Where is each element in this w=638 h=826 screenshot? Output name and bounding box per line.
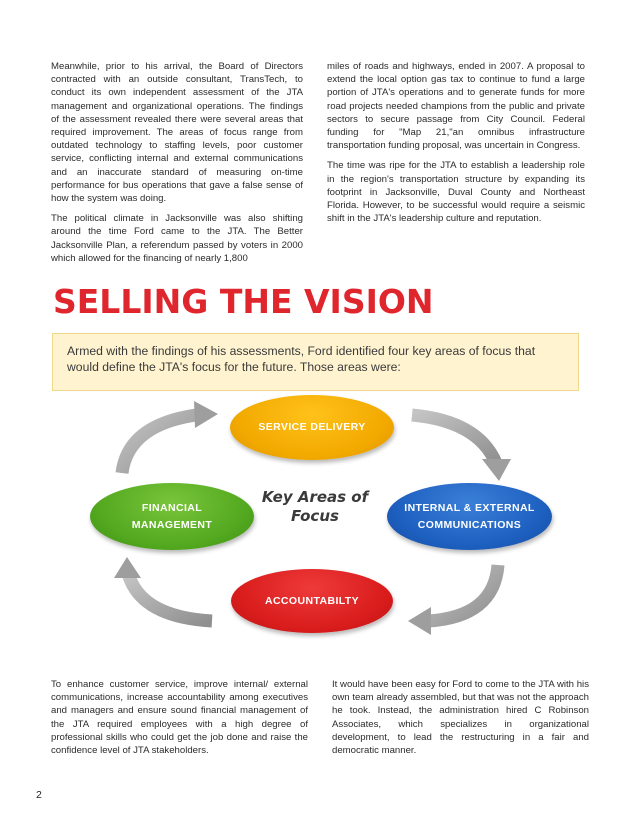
body-column-top-left: Meanwhile, prior to his arrival, the Boa…: [51, 60, 303, 272]
cycle-arrows: [114, 401, 511, 635]
oval-label: SERVICE DELIVERY: [258, 421, 366, 433]
diagram-center-label: Key Areas of Focus: [261, 488, 369, 525]
body-column-bottom-left: To enhance customer service, improve int…: [51, 678, 308, 764]
intro-callout: Armed with the findings of his assessmen…: [52, 333, 579, 391]
arrow-comm-to-account: [408, 564, 505, 635]
arrow-finance-to-service: [115, 401, 218, 475]
arrow-service-to-comm: [411, 408, 511, 481]
paragraph: The time was ripe for the JTA to establi…: [327, 160, 585, 225]
page-number: 2: [36, 789, 42, 801]
oval-label: INTERNAL & EXTERNAL COMMUNICATIONS: [404, 500, 535, 534]
section-title: SELLING THE VISION: [53, 282, 434, 321]
oval-label: FINANCIAL MANAGEMENT: [132, 500, 212, 534]
service-delivery-oval: SERVICE DELIVERY: [230, 395, 394, 460]
oval-label: ACCOUNTABILTY: [264, 594, 360, 607]
communications-oval: INTERNAL & EXTERNAL COMMUNICATIONS: [387, 483, 552, 550]
paragraph: miles of roads and highways, ended in 20…: [327, 61, 585, 152]
paragraph: To enhance customer service, improve int…: [51, 679, 308, 757]
oval-label-line: FINANCIAL: [141, 501, 203, 514]
oval-label-line: INTERNAL & EXTERNAL: [404, 501, 535, 514]
oval-label-line: COMMUNICATIONS: [417, 518, 522, 531]
accountability-oval: ACCOUNTABILTY: [231, 569, 393, 633]
paragraph: The political climate in Jacksonville wa…: [51, 213, 303, 264]
financial-management-oval: FINANCIAL MANAGEMENT: [90, 483, 254, 550]
paragraph: Meanwhile, prior to his arrival, the Boa…: [51, 61, 303, 205]
body-column-bottom-right: It would have been easy for Ford to come…: [332, 678, 589, 764]
key-areas-diagram: SERVICE DELIVERY FINANCIAL MANAGEMENT Ke…: [0, 395, 638, 645]
intro-text: Armed with the findings of his assessmen…: [67, 344, 536, 374]
body-column-top-right: miles of roads and highways, ended in 20…: [327, 60, 585, 232]
oval-label-line: MANAGEMENT: [131, 518, 213, 531]
arrow-account-to-finance: [114, 557, 213, 628]
paragraph: It would have been easy for Ford to come…: [332, 679, 589, 757]
